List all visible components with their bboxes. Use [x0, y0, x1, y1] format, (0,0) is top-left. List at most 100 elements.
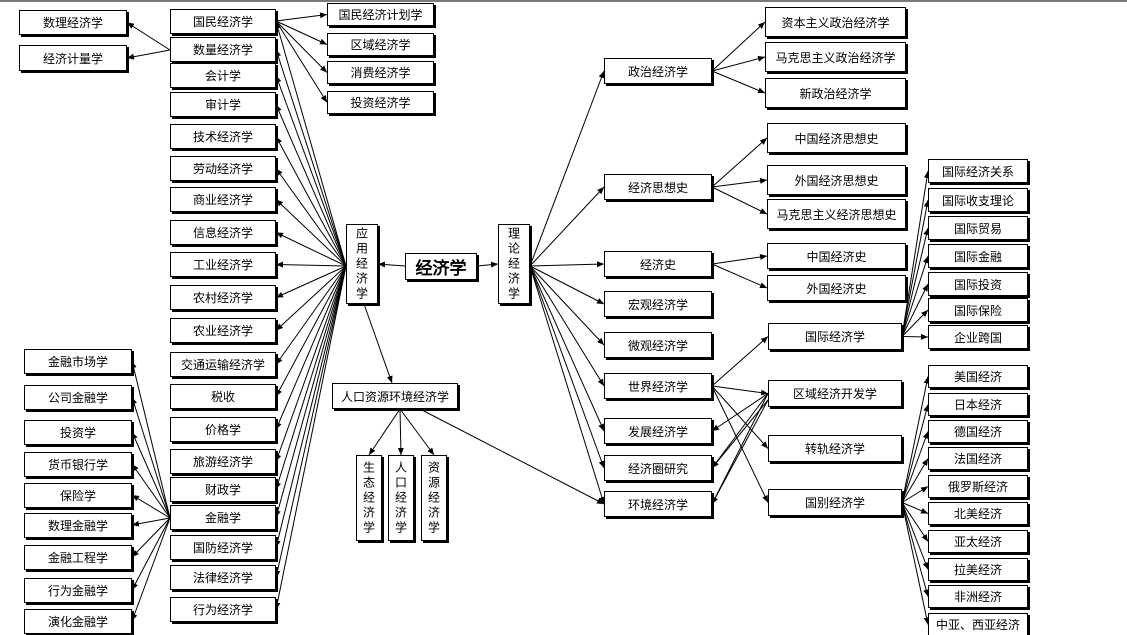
connector-arrow-26: [275, 20, 328, 103]
node-cty0: 美国经济: [928, 365, 1028, 388]
connector-arrow-64: [711, 393, 769, 469]
node-fin8: 演化金融学: [24, 609, 132, 634]
node-cty3: 法国经济: [928, 447, 1028, 470]
connector-arrow-15: [275, 265, 347, 430]
connector-arrow-11: [275, 265, 347, 298]
connector-arrow-83: [901, 502, 930, 597]
node-lm4: 技术经济学: [170, 124, 276, 149]
node-cty9: 中亚、西亚经济: [928, 613, 1028, 635]
node-int0: 国际经济关系: [928, 159, 1028, 183]
node-tho0: 中国经济思想史: [767, 123, 906, 153]
node-cty8: 非洲经济: [928, 585, 1028, 608]
node-fin7: 行为金融学: [24, 578, 132, 603]
connector-arrow-63: [711, 393, 769, 432]
node-th5: 世界经济学: [604, 373, 712, 399]
connector-arrow-84: [901, 502, 930, 625]
node-lm11: 交通运输经济学: [170, 352, 276, 377]
node-q0: 数理经济学: [19, 10, 127, 35]
connector-arrow-72: [901, 283, 929, 337]
node-fin2: 投资学: [24, 420, 132, 445]
node-th0: 政治经济学: [604, 58, 712, 84]
node-th2: 经济史: [604, 251, 712, 277]
node-w2: 转轨经济学: [768, 435, 902, 462]
node-lm2: 会计学: [170, 63, 276, 88]
node-int3: 国际金融: [928, 244, 1028, 268]
connector-arrow-5: [275, 104, 347, 267]
connector-arrow-44: [529, 261, 605, 268]
connector-arrow-66: [711, 399, 769, 469]
node-th4: 微观经济学: [604, 332, 712, 358]
connector-arrow-41: [419, 408, 605, 505]
connector-arrow-46: [529, 265, 605, 346]
connector-arrow-25: [275, 20, 328, 73]
node-w3: 国别经济学: [768, 489, 902, 516]
connector-arrow-21: [274, 265, 347, 610]
connector-arrow-16: [275, 265, 347, 462]
node-pop1: 人口经济学: [388, 455, 414, 541]
node-cty2: 德国经济: [928, 420, 1028, 443]
node-lm8: 工业经济学: [170, 252, 276, 277]
connector-arrow-13: [275, 265, 347, 365]
connector-arrow-50: [529, 265, 605, 505]
connector-arrow-19: [274, 265, 347, 548]
connector-arrow-30: [131, 396, 171, 519]
connector-arrow-67: [711, 399, 769, 505]
connector-arrow-70: [901, 227, 930, 337]
node-nat0: 国民经济计划学: [327, 3, 434, 26]
node-cty7: 拉美经济: [928, 558, 1028, 581]
node-applied: 应用经济学: [346, 224, 378, 304]
node-th1: 经济思想史: [604, 174, 712, 200]
connector-arrow-33: [131, 494, 171, 519]
node-lm15: 财政学: [170, 477, 276, 502]
connector-arrow-68: [901, 170, 930, 337]
node-lm17: 国防经济学: [170, 535, 276, 560]
connector-arrow-32: [131, 463, 171, 519]
connector-arrow-27: [126, 22, 171, 51]
connector-arrow-35: [131, 517, 171, 558]
node-pop2: 资源经济学: [421, 455, 447, 541]
node-lm12: 税收: [170, 384, 276, 409]
node-lm9: 农村经济学: [170, 285, 276, 310]
connector-arrow-3: [275, 49, 347, 267]
connector-arrow-82: [901, 502, 929, 570]
connector-arrow-24: [275, 20, 328, 45]
connector-arrow-74: [901, 333, 929, 340]
connector-arrow-34: [131, 517, 171, 527]
connector-arrow-51: [711, 21, 766, 72]
node-pol1: 马克思主义政治经济学: [765, 42, 906, 72]
connector-arrow-0: [377, 261, 406, 268]
connector-arrow-9: [275, 232, 347, 267]
node-lm16: 金融学: [170, 505, 276, 530]
node-pol0: 资本主义政治经济学: [765, 7, 906, 37]
node-lm18: 法律经济学: [170, 565, 276, 590]
node-pol2: 新政治经济学: [765, 78, 906, 108]
node-fin1: 公司金融学: [24, 385, 132, 410]
connector-arrow-73: [901, 309, 929, 337]
connector-arrow-6: [275, 136, 347, 267]
node-his1: 外国经济史: [767, 275, 906, 301]
connector-arrow-58: [711, 263, 768, 289]
node-lm14: 旅游经济学: [170, 449, 276, 474]
node-lm19: 行为经济学: [170, 597, 276, 622]
node-int4: 国际投资: [928, 272, 1028, 296]
node-fin5: 数理金融学: [24, 513, 132, 538]
connector-arrow-1: [476, 261, 499, 268]
node-lm0: 国民经济学: [170, 9, 276, 34]
node-theory: 理论经济学: [498, 224, 530, 304]
connector-arrow-56: [711, 186, 768, 215]
connector-arrow-31: [131, 431, 171, 519]
connector-arrow-45: [529, 265, 605, 305]
node-lm13: 价格学: [170, 417, 276, 442]
connector-arrow-10: [275, 261, 347, 268]
connector-arrow-57: [711, 254, 768, 265]
node-th8: 环境经济学: [604, 491, 712, 517]
connector-arrow-4: [275, 75, 347, 267]
node-fin3: 货币银行学: [24, 452, 132, 477]
node-w1: 区域经济开发学: [768, 380, 902, 407]
node-th3: 宏观经济学: [604, 291, 712, 317]
node-pop0: 生态经济学: [356, 455, 382, 541]
connector-arrow-38: [368, 408, 401, 456]
node-q1: 经济计量学: [19, 45, 127, 71]
